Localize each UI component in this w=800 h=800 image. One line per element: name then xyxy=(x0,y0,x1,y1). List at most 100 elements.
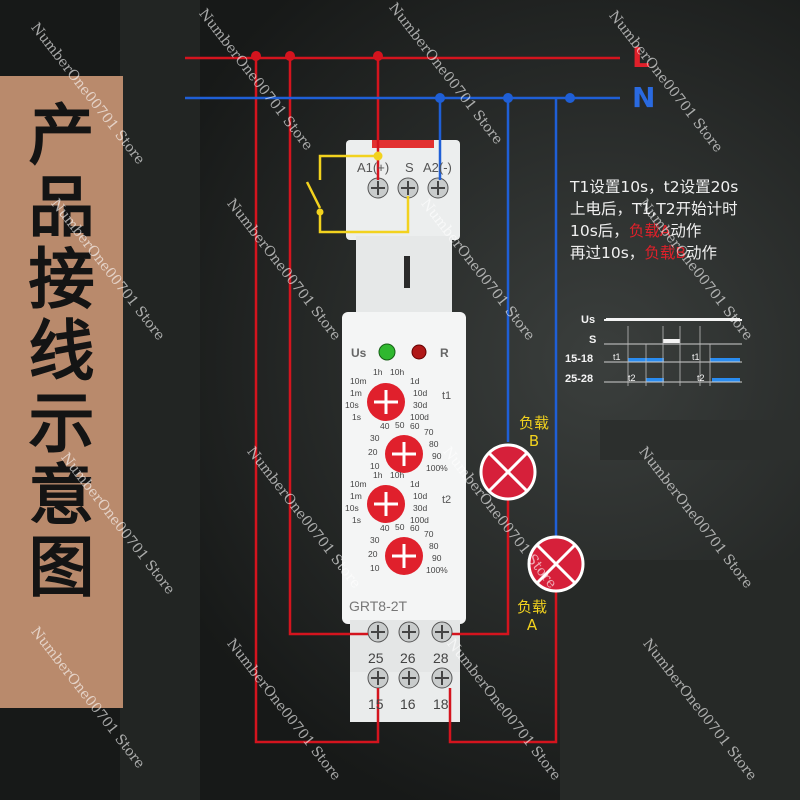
timing-t2-label-2: t2 xyxy=(697,373,705,383)
relay-top-red-tab xyxy=(372,140,434,148)
timing-chart xyxy=(604,318,742,386)
terminal-label-26: 26 xyxy=(400,650,416,666)
neutral-junction-1 xyxy=(435,93,445,103)
terminal-screw-16 xyxy=(398,667,420,689)
load-b-letter: B xyxy=(528,432,540,450)
percent-label: 100% xyxy=(426,565,448,575)
range-label: 100d xyxy=(410,515,429,525)
live-junction-1 xyxy=(251,51,261,61)
percent-label: 40 xyxy=(380,421,390,431)
terminal-label-15: 15 xyxy=(368,696,384,712)
range-label: 100d xyxy=(410,412,429,422)
timing-t1-label-2: t1 xyxy=(692,352,700,362)
knob-t2-label: t2 xyxy=(442,494,452,506)
timing-row-25-28: 25-28 xyxy=(565,373,594,385)
terminal-label-18: 18 xyxy=(433,696,449,712)
timing-15-18-bar-2 xyxy=(710,358,740,362)
knob-t2-range[interactable] xyxy=(367,485,405,523)
range-label: 1s xyxy=(352,515,361,525)
knob-t2-percent[interactable] xyxy=(385,537,423,575)
terminal-label-16: 16 xyxy=(400,696,416,712)
knob-t1-label: t1 xyxy=(442,390,452,402)
timing-row-us: Us xyxy=(581,314,596,326)
percent-label: 90 xyxy=(432,451,442,461)
terminal-label-s: S xyxy=(405,160,414,175)
note-line-1: T1设置10s，t2设置20s xyxy=(570,178,739,196)
live-junction-2 xyxy=(285,51,295,61)
terminal-label-a2: A2(-) xyxy=(423,160,452,175)
side-title-char: 图 xyxy=(28,529,95,606)
side-title-char: 示 xyxy=(28,385,95,462)
live-junction-3 xyxy=(373,51,383,61)
neutral-junction-3 xyxy=(565,93,575,103)
load-a-name: 负载 xyxy=(516,598,547,616)
percent-label: 60 xyxy=(410,523,420,533)
side-title-char: 线 xyxy=(28,313,95,390)
percent-label: 30 xyxy=(370,535,380,545)
terminal-screw-s xyxy=(397,177,419,199)
range-label: 30d xyxy=(413,503,428,513)
timing-t1-label-1: t1 xyxy=(613,352,621,362)
switch-node-bottom xyxy=(316,208,324,216)
note-line-4: 再过10s，负载B动作 xyxy=(570,244,717,262)
signal-switch-wiring xyxy=(305,154,410,234)
range-label: 1d xyxy=(410,479,420,489)
percent-label: 80 xyxy=(429,541,439,551)
range-label: 1s xyxy=(352,412,361,422)
percent-label: 40 xyxy=(380,523,390,533)
load-b-name: 负载 xyxy=(518,414,549,432)
percent-label: 20 xyxy=(368,549,378,559)
live-wires xyxy=(185,56,620,744)
terminal-screw-a1 xyxy=(367,177,389,199)
range-label: 10d xyxy=(413,388,428,398)
range-label: 1h xyxy=(373,470,383,480)
terminal-label-25: 25 xyxy=(368,650,384,666)
range-label: 10m xyxy=(350,376,367,386)
range-label: 10h xyxy=(390,367,405,377)
note-line-3: 10s后，负载A动作 xyxy=(570,222,702,240)
range-label: 10s xyxy=(345,400,359,410)
timing-note: T1设置10s，t2设置20s 上电后，T1,T2开始计时 10s后，负载A动作… xyxy=(570,176,790,264)
neutral-wires xyxy=(185,96,620,536)
led-us-label: Us xyxy=(351,346,367,360)
range-label: 1h xyxy=(373,367,383,377)
percent-label: 80 xyxy=(429,439,439,449)
terminal-screw-18 xyxy=(431,667,453,689)
range-label: 1m xyxy=(350,388,362,398)
switch-node-top xyxy=(373,151,383,161)
load-b-lamp xyxy=(479,443,537,501)
led-r-label: R xyxy=(440,346,449,360)
timing-t2-label-1: t2 xyxy=(628,373,636,383)
load-a-letter: A xyxy=(526,616,538,634)
led-r-red xyxy=(411,344,427,360)
range-label: 10d xyxy=(413,491,428,501)
percent-label: 30 xyxy=(370,433,380,443)
led-us-green xyxy=(378,343,396,361)
live-line-label: L xyxy=(632,41,650,74)
neutral-line-label: N xyxy=(632,81,656,114)
terminal-screw-25 xyxy=(367,621,389,643)
model-label: GRT8-2T xyxy=(349,598,408,614)
side-title: 产 品 接 线 示 意 图 xyxy=(0,100,123,604)
knob-t1-range[interactable] xyxy=(367,383,405,421)
percent-label: 10 xyxy=(370,563,380,573)
terminal-label-a1: A1(+) xyxy=(357,160,390,175)
terminal-screw-15 xyxy=(367,667,389,689)
relay-slot xyxy=(404,256,410,288)
percent-label: 50 xyxy=(395,522,405,532)
percent-label: 10 xyxy=(370,461,380,471)
range-label: 1m xyxy=(350,491,362,501)
terminal-screw-28 xyxy=(431,621,453,643)
terminal-screw-26 xyxy=(398,621,420,643)
timing-us-bar xyxy=(606,318,740,321)
percent-label: 90 xyxy=(432,553,442,563)
percent-label: 100% xyxy=(426,463,448,473)
range-label: 1d xyxy=(410,376,420,386)
percent-label: 70 xyxy=(424,427,434,437)
percent-label: 50 xyxy=(395,420,405,430)
timing-25-28-bar-1 xyxy=(646,378,664,382)
neutral-junction-2 xyxy=(503,93,513,103)
knob-t1-percent[interactable] xyxy=(385,435,423,473)
timing-row-15-18: 15-18 xyxy=(565,353,594,365)
side-title-char: 意 xyxy=(28,457,95,534)
